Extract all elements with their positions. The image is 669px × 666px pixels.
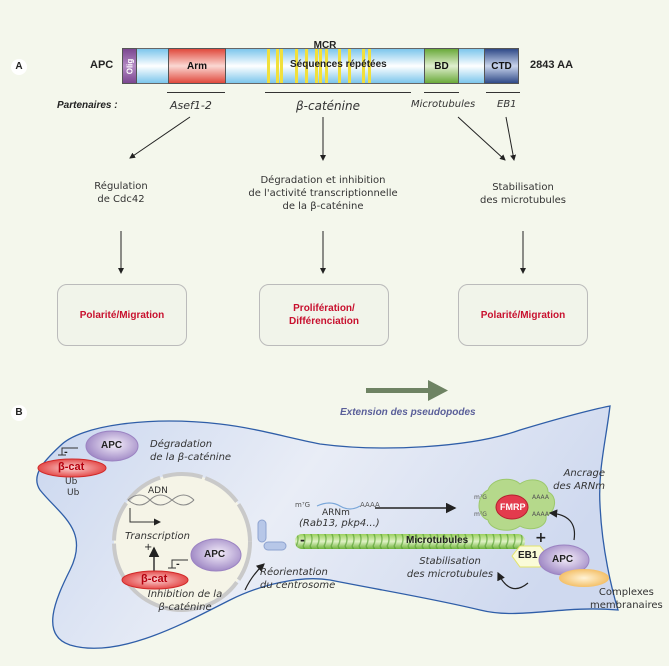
fmrp-protein [495, 494, 529, 520]
apc-cyto [85, 430, 139, 462]
repeat-stripe [295, 49, 298, 83]
outcome-proliferation: Prolifération/Différenciation [259, 284, 389, 346]
partner-asef: Asef1-2 [170, 99, 212, 112]
repeat-stripe [280, 49, 283, 83]
membrane-complex [559, 569, 609, 587]
bcat-cyto [37, 458, 107, 478]
partner-underline-bcat [265, 92, 411, 93]
nuclear-minus-sign: - [176, 560, 180, 570]
partners-label: Partenaires : [57, 100, 118, 111]
reorientation-label: Réorientation du centrosome [260, 567, 336, 591]
mcr-text: MCR [313, 40, 337, 51]
inhibition-label: Inhibition de la β-caténine [147, 589, 223, 613]
function-cdc42: Régulation de Cdc42 [94, 181, 148, 205]
stabilisation-arrow [497, 571, 529, 590]
apc-nuclear-label: APC [204, 549, 226, 560]
mt-stabilisation-label: Stabilisation des microtubules [406, 556, 494, 580]
protein-name: APC [90, 59, 114, 71]
centrosome-icon [257, 519, 287, 551]
panel-b-label: B [11, 405, 27, 421]
outcome-polarity-2: Polarité/Migration [458, 284, 588, 346]
repeat-stripe [368, 49, 371, 83]
partner-bcatenin: β-caténine [296, 99, 360, 113]
partner-eb1: EB1 [497, 99, 517, 110]
partner-underline-eb1 [486, 92, 520, 93]
mrna-cap-label: m⁷G [295, 501, 311, 509]
domain-repeats-label: Séquences répétées [290, 59, 387, 70]
granule-tail-1: AAAA [532, 494, 549, 501]
repeat-stripe [348, 49, 351, 83]
partner-underline-mt [424, 92, 459, 93]
granule-tail-2: AAAA [532, 511, 549, 518]
apc-cyto-label: APC [101, 440, 123, 451]
domain-bd: BD [424, 48, 459, 84]
nuclear-apc-inhibition [168, 559, 188, 569]
dna-icon [127, 494, 195, 506]
panel-a-arrows [118, 116, 526, 274]
apc-tip-label: APC [552, 554, 574, 565]
apc-nuclear [190, 538, 242, 572]
arrow-asef-to-cdc42 [129, 116, 191, 159]
mt-plus-end: + [535, 530, 547, 546]
cyto-apc-inhibition [58, 447, 78, 456]
bcat-nuclear [121, 570, 189, 590]
repeat-stripe [276, 49, 279, 83]
partner-microtubules: Microtubules [411, 99, 476, 110]
transcription-arrow [129, 508, 161, 526]
repeat-stripe [338, 49, 341, 83]
arrow-mt-to-stabilisation [457, 116, 506, 161]
outcome-polarity-1: Polarité/Migration [57, 284, 187, 346]
domain-arm: Arm [168, 48, 226, 84]
bcat-cyto-label: β-cat [58, 461, 85, 473]
transcription-label: Transcription [125, 531, 191, 542]
function-microtubules: Stabilisation des microtubules [479, 182, 566, 206]
domain-olig: Olig [122, 48, 137, 84]
panel-a-label: A [11, 59, 27, 75]
repeat-stripe [305, 49, 308, 83]
mrna-strand [316, 502, 361, 510]
anchoring-arrow [548, 509, 576, 541]
mt-minus-end: - [300, 533, 305, 547]
protein-length: 2843 AA [530, 59, 574, 71]
function-bcatenin: Dégradation et inhibition de l'activité … [248, 175, 398, 212]
anchoring-label: Ancrage des ARNm [553, 468, 605, 492]
repeat-stripe [319, 49, 322, 83]
complexes-label: Complexes membranaires [590, 587, 663, 611]
repeat-stripe [315, 49, 318, 83]
microtubule-pattern [295, 534, 525, 549]
direction-arrow [366, 380, 448, 401]
degradation-label: Dégradation de la β-caténine [150, 439, 232, 463]
bcat-nuclear-label: β-cat [141, 573, 168, 585]
domain-ctd: CTD [484, 48, 519, 84]
granule-cap-2: m⁷G [474, 511, 487, 518]
cyto-minus-sign: - [64, 448, 68, 458]
plus-sign: + [144, 542, 153, 553]
repeat-stripe [362, 49, 365, 83]
fmrp-label: FMRP [500, 502, 526, 512]
ubiquitin-labels: Ub Ub [65, 477, 80, 498]
mrna-tail-label: AAAA [360, 501, 380, 509]
dna-label: ADN [148, 486, 168, 496]
granule-cap-1: m⁷G [474, 494, 487, 501]
microtubules-label: Microtubules [406, 535, 469, 546]
eb1-label: EB1 [518, 550, 538, 561]
repeat-stripe [325, 49, 328, 83]
mrna-examples: (Rab13, pkp4...) [299, 518, 380, 529]
mrna-label: ARNm [322, 508, 350, 518]
repeat-stripe [267, 49, 270, 83]
partner-underline-asef [167, 92, 225, 93]
arrow-eb1-to-stabilisation [505, 116, 517, 161]
direction-label: Extension des pseudopodes [340, 407, 476, 418]
reorientation-arrow [244, 563, 265, 591]
